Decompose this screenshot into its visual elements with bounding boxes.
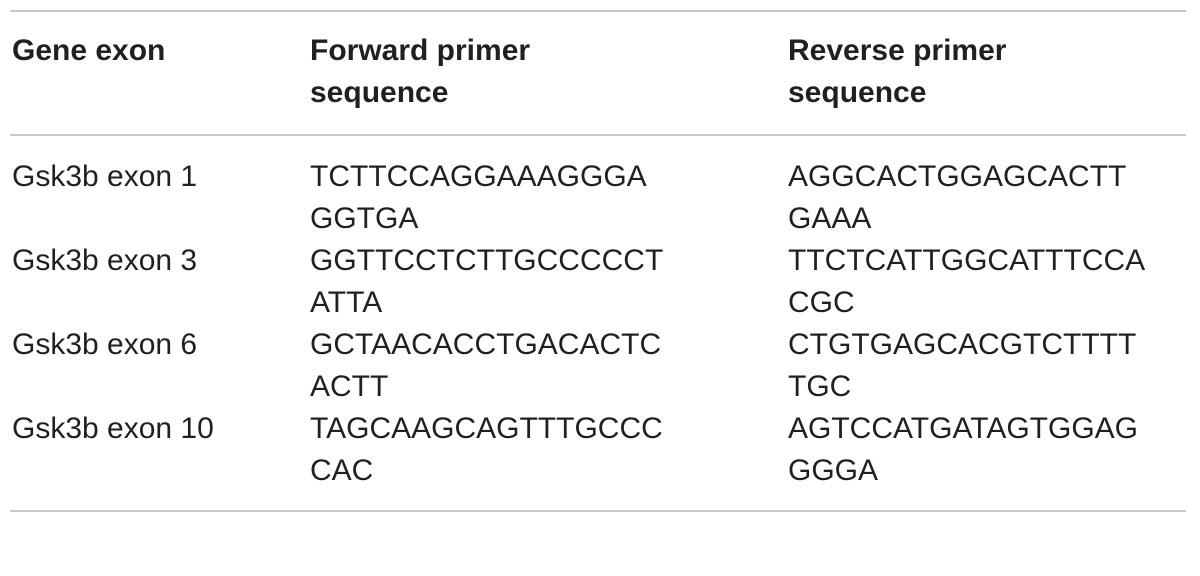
header-reverse-primer-text: Reverse primer sequence	[788, 34, 1007, 109]
table-row: Gsk3b exon 6 GCTAACACCTGACACTCACTT CTGTG…	[10, 324, 1186, 408]
forward-primer-sequence: GCTAACACCTGACACTCACTT	[310, 328, 662, 403]
table-row: Gsk3b exon 10 TAGCAAGCAGTTTGCCCCAC AGTCC…	[10, 408, 1186, 511]
cell-gene-exon: Gsk3b exon 1	[12, 160, 198, 193]
primer-table: Gene exon Forward primer sequence Revers…	[10, 10, 1186, 512]
forward-primer-sequence: TAGCAAGCAGTTTGCCCCAC	[310, 412, 663, 487]
table-body: Gsk3b exon 1 TCTTCCAGGAAAGGGAGGTGA AGGCA…	[10, 135, 1186, 511]
reverse-primer-sequence: AGTCCATGATAGTGGAGGGGA	[788, 412, 1139, 487]
cell-forward-primer: TAGCAAGCAGTTTGCCCCAC	[308, 408, 786, 511]
reverse-primer-sequence: CTGTGAGCACGTCTTTTTGC	[788, 328, 1137, 403]
forward-primer-sequence: TCTTCCAGGAAAGGGAGGTGA	[310, 160, 647, 235]
cell-reverse-primer: AGTCCATGATAGTGGAGGGGA	[786, 408, 1186, 511]
cell-reverse-primer: CTGTGAGCACGTCTTTTTGC	[786, 324, 1186, 408]
header-row: Gene exon Forward primer sequence Revers…	[10, 11, 1186, 135]
header-forward-primer-text: Forward primer sequence	[310, 34, 531, 109]
header-reverse-primer: Reverse primer sequence	[786, 11, 1186, 135]
cell-forward-primer: GCTAACACCTGACACTCACTT	[308, 324, 786, 408]
cell-gene-exon: Gsk3b exon 10	[12, 412, 214, 445]
cell-reverse-primer: AGGCACTGGAGCACTTGAAA	[786, 135, 1186, 240]
reverse-primer-sequence: AGGCACTGGAGCACTTGAAA	[788, 160, 1127, 235]
cell-reverse-primer: TTCTCATTGGCATTTCCACGC	[786, 240, 1186, 324]
table-row: Gsk3b exon 1 TCTTCCAGGAAAGGGAGGTGA AGGCA…	[10, 135, 1186, 240]
primer-table-container: Gene exon Forward primer sequence Revers…	[10, 10, 1186, 512]
forward-primer-sequence: GGTTCCTCTTGCCCCCTATTA	[310, 244, 664, 319]
header-forward-primer: Forward primer sequence	[308, 11, 786, 135]
header-gene-exon: Gene exon	[12, 34, 166, 67]
table-header: Gene exon Forward primer sequence Revers…	[10, 11, 1186, 135]
cell-forward-primer: GGTTCCTCTTGCCCCCTATTA	[308, 240, 786, 324]
cell-gene-exon: Gsk3b exon 3	[12, 244, 198, 277]
cell-gene-exon: Gsk3b exon 6	[12, 328, 198, 361]
cell-forward-primer: TCTTCCAGGAAAGGGAGGTGA	[308, 135, 786, 240]
reverse-primer-sequence: TTCTCATTGGCATTTCCACGC	[788, 244, 1146, 319]
table-row: Gsk3b exon 3 GGTTCCTCTTGCCCCCTATTA TTCTC…	[10, 240, 1186, 324]
